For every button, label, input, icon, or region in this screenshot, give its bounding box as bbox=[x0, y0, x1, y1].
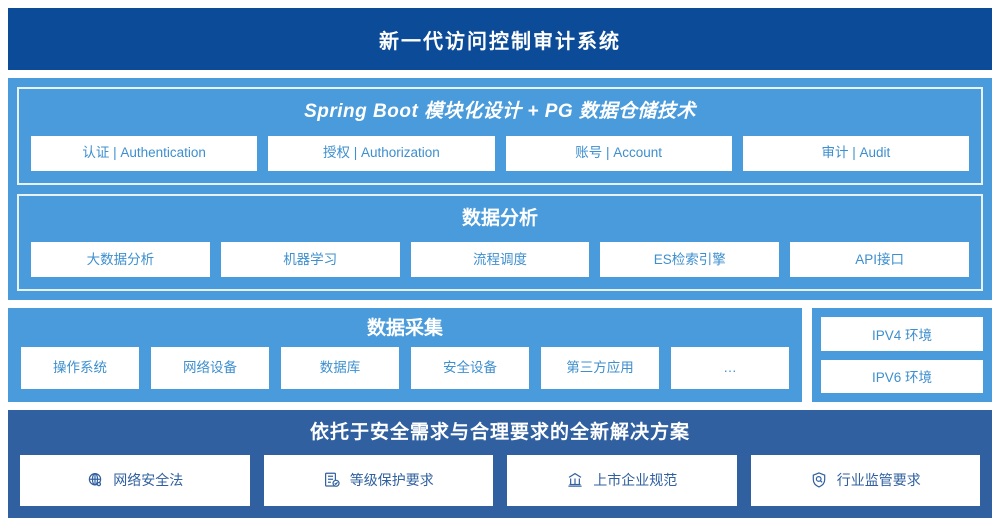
platform-card-label: 认证 | Authentication bbox=[82, 145, 206, 161]
compliance-card-label: 行业监管要求 bbox=[836, 472, 921, 488]
platform-card[interactable]: 审计 | Audit bbox=[742, 135, 969, 171]
compliance-card[interactable]: 行业监管要求 bbox=[750, 454, 980, 506]
compliance-card-row: 网络安全法 等级保护要求 bbox=[20, 454, 980, 506]
environment-panel: IPV4 环境 IPV6 环境 bbox=[812, 308, 992, 402]
analysis-card-label: API接口 bbox=[855, 251, 904, 267]
document-check-icon bbox=[323, 471, 341, 489]
collection-title: 数据采集 bbox=[366, 318, 443, 339]
analysis-card[interactable]: ES检索引擎 bbox=[600, 242, 780, 277]
bank-building-icon bbox=[566, 471, 584, 489]
analysis-title: 数据分析 bbox=[461, 207, 538, 229]
globe-icon bbox=[86, 471, 104, 489]
collection-card-label: 数据库 bbox=[319, 359, 361, 375]
platform-card[interactable]: 账号 | Account bbox=[505, 135, 732, 171]
compliance-card-label: 等级保护要求 bbox=[349, 472, 434, 488]
analysis-card-label: 流程调度 bbox=[472, 251, 527, 267]
compliance-card[interactable]: 网络安全法 bbox=[20, 454, 250, 506]
collection-card-label: 第三方应用 bbox=[566, 359, 634, 375]
analysis-card[interactable]: 流程调度 bbox=[410, 242, 590, 277]
collection-card[interactable]: 安全设备 bbox=[411, 346, 529, 389]
collection-section: 数据采集 操作系统 网络设备 数据库 安全设备 第三方应用 … IPV4 环境 … bbox=[8, 308, 992, 402]
upper-section: Spring Boot 模块化设计 + PG 数据仓储技术 认证 | Authe… bbox=[8, 78, 992, 300]
compliance-card[interactable]: 等级保护要求 bbox=[263, 454, 493, 506]
collection-card-label: … bbox=[723, 359, 737, 375]
collection-card-label: 操作系统 bbox=[53, 359, 107, 375]
platform-card-label: 账号 | Account bbox=[575, 145, 663, 161]
analysis-card-label: 机器学习 bbox=[283, 251, 338, 267]
analysis-card-label: 大数据分析 bbox=[86, 251, 155, 267]
platform-card-label: 授权 | Authorization bbox=[322, 145, 440, 161]
collection-card[interactable]: 操作系统 bbox=[21, 346, 139, 389]
collection-panel: 数据采集 操作系统 网络设备 数据库 安全设备 第三方应用 … bbox=[8, 308, 802, 402]
compliance-card[interactable]: 上市企业规范 bbox=[507, 454, 737, 506]
shield-search-icon bbox=[810, 471, 828, 489]
compliance-card-label: 网络安全法 bbox=[113, 472, 184, 488]
compliance-section: 依托于安全需求与合理要求的全新解决方案 网络安全法 bbox=[8, 410, 992, 518]
analysis-card[interactable]: 大数据分析 bbox=[31, 242, 210, 277]
collection-card[interactable]: 数据库 bbox=[281, 346, 399, 389]
environment-card-ipv6[interactable]: IPV6 环境 bbox=[821, 359, 983, 393]
collection-card[interactable]: 第三方应用 bbox=[541, 346, 659, 389]
analysis-card-label: ES检索引擎 bbox=[653, 251, 726, 267]
collection-card[interactable]: 网络设备 bbox=[151, 346, 269, 389]
platform-card-label: 审计 | Audit bbox=[821, 145, 891, 161]
platform-card[interactable]: 认证 | Authentication bbox=[31, 135, 258, 171]
collection-card-label: 网络设备 bbox=[183, 359, 237, 375]
collection-card-label: 安全设备 bbox=[443, 359, 497, 375]
page-title: 新一代访问控制审计系统 bbox=[379, 30, 621, 53]
analysis-card[interactable]: API接口 bbox=[790, 242, 969, 277]
platform-title: Spring Boot 模块化设计 + PG 数据仓储技术 bbox=[304, 101, 696, 122]
platform-panel: Spring Boot 模块化设计 + PG 数据仓储技术 认证 | Authe… bbox=[17, 87, 983, 185]
collection-card-more[interactable]: … bbox=[671, 346, 789, 389]
header-bar: 新一代访问控制审计系统 bbox=[8, 8, 992, 70]
analysis-card[interactable]: 机器学习 bbox=[220, 242, 400, 277]
environment-card-label: IPV4 环境 bbox=[871, 327, 933, 343]
platform-card-row: 认证 | Authentication 授权 | Authorization 账… bbox=[31, 135, 969, 171]
compliance-card-label: 上市企业规范 bbox=[593, 472, 678, 488]
compliance-title: 依托于安全需求与合理要求的全新解决方案 bbox=[309, 422, 690, 443]
environment-card-ipv4[interactable]: IPV4 环境 bbox=[821, 317, 983, 351]
collection-card-row: 操作系统 网络设备 数据库 安全设备 第三方应用 … bbox=[21, 346, 789, 389]
analysis-panel: 数据分析 大数据分析 机器学习 流程调度 ES检索引擎 API接口 bbox=[17, 193, 983, 291]
analysis-card-row: 大数据分析 机器学习 流程调度 ES检索引擎 API接口 bbox=[31, 242, 969, 277]
environment-card-label: IPV6 环境 bbox=[871, 370, 933, 386]
platform-card[interactable]: 授权 | Authorization bbox=[268, 135, 495, 171]
